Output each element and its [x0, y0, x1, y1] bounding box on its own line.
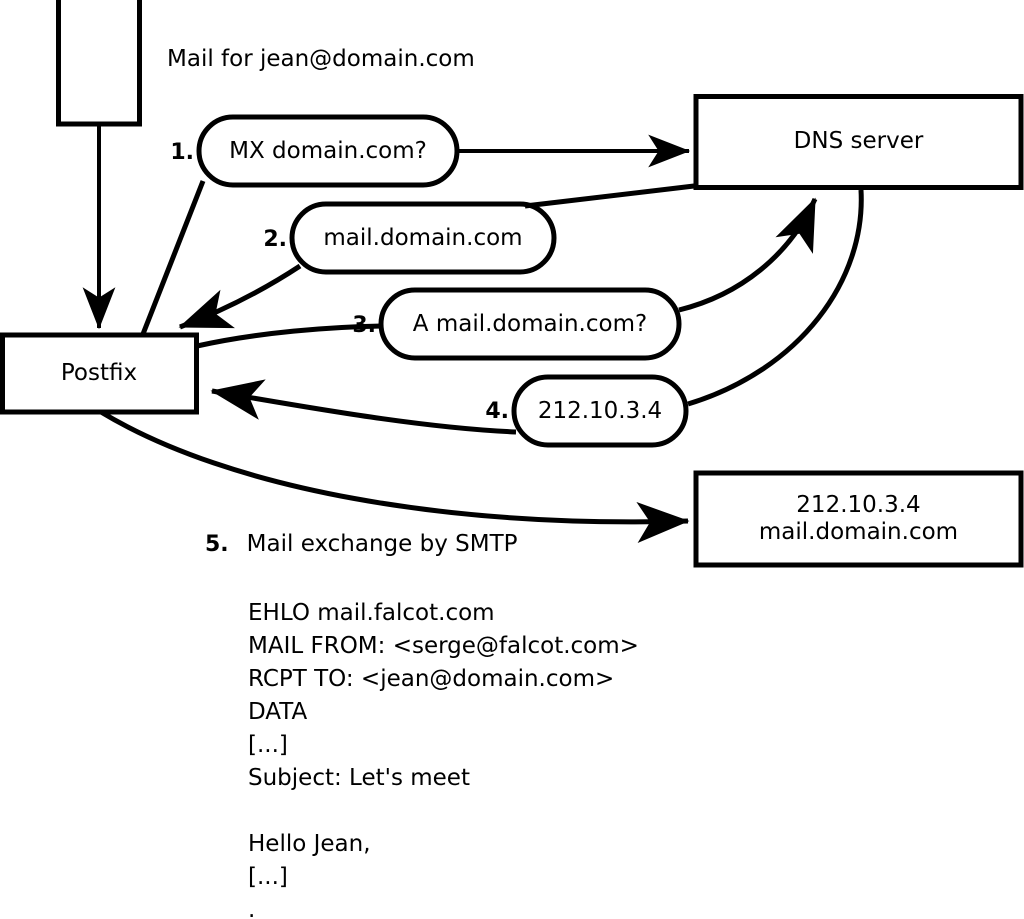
- connector-step3-to-dns: [678, 197, 818, 313]
- incoming-mail-box-shape: [56, 0, 142, 127]
- connector-postfix-to-step3: [196, 323, 383, 349]
- connector-postfix-to-remote-mail-server: [99, 409, 690, 543]
- connector-step4-to-postfix: [210, 379, 517, 435]
- smtp-transcript: EHLO mail.falcot.com MAIL FROM: <serge@f…: [248, 600, 639, 919]
- step-5-number: 5.: [205, 532, 229, 557]
- connector-step2-to-postfix: [178, 263, 302, 330]
- step-5-label: Mail exchange by SMTP: [246, 531, 518, 557]
- dns-server-box-shape: [693, 94, 1024, 190]
- connector-dns-to-step2: [524, 183, 695, 209]
- remote-mail-server-box-shape: [693, 470, 1024, 568]
- connector-postfix-to-step1: [140, 180, 206, 335]
- step-3-bubble-shape: [378, 287, 682, 361]
- step-2-bubble-shape: [289, 201, 557, 275]
- connector-dns-to-step4: [687, 189, 864, 407]
- step-4-bubble-shape: [511, 374, 689, 448]
- caption-mail-for: Mail for jean@domain.com: [167, 46, 475, 72]
- postfix-box-shape: [0, 332, 199, 415]
- step-1-bubble-shape: [196, 114, 460, 188]
- step-5-row: 5. Mail exchange by SMTP: [205, 531, 518, 557]
